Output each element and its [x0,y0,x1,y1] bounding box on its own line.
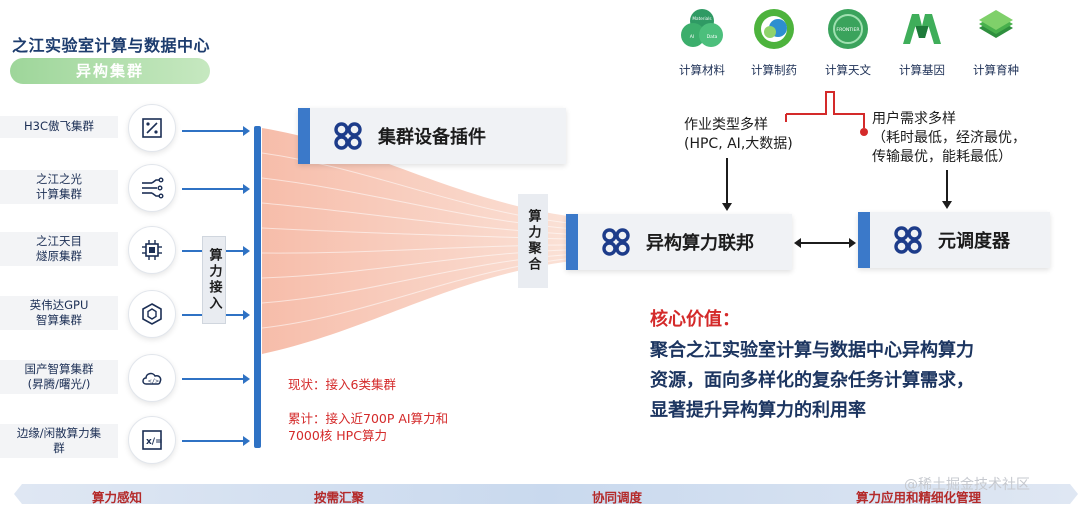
access-arrow [182,374,250,384]
app-gene: 计算基因 [886,6,958,78]
cluster-label-line: H3C傲飞集群 [24,119,94,133]
stage-strip [14,484,1078,504]
cluster-label-domestic: 国产智算集群 (昇腾/曙光/) [0,360,118,394]
chip-icon [128,226,176,274]
section-pill: 异构集群 [10,58,210,84]
core-value-line: 显著提升异构算力的利用率 [650,400,866,421]
job-types-arrow [722,158,732,211]
stage-label: 算力应用和精细化管理 [856,490,982,505]
user-needs-arrow [942,170,952,209]
watermark: @稀土掘金技术社区 [904,477,1030,493]
cluster-label-line: 之江之光 [36,172,82,186]
circuit-icon [128,164,176,212]
cluster-label-line: 群 [53,441,65,455]
aggregation-text: 算力聚合 [525,209,541,273]
heterogeneous-federation-box: 异构算力联邦 [566,214,792,270]
access-bus-bar [254,126,261,448]
job-types-line: (HPC, AI,大数据) [684,136,793,152]
app-label: 计算基因 [899,63,945,77]
cloud-code-icon: </> [128,354,176,402]
compute-access-label: 算力接入 [202,236,226,324]
user-needs-line: 传输最优，能耗最低） [872,149,1012,165]
stage-label: 按需汇聚 [314,490,365,505]
app-breeding: 计算育种 [960,6,1032,78]
app-pharma: 计算制药 [738,6,810,78]
app-label: 计算育种 [973,63,1019,77]
current-status-note: 现状：接入6类集群 [288,377,396,392]
user-needs-line: 用户需求多样 [872,111,956,127]
app-materials: Materials AI Data 计算材料 [666,6,738,78]
cluster-label-line: 英伟达GPU [29,298,89,312]
app-label: 计算材料 [679,63,725,77]
core-value-title: 核心价值： [650,309,740,330]
cluster-label-line: (昇腾/曙光/) [27,377,91,391]
app-label: 计算制药 [751,63,797,77]
svg-text:</>: </> [148,378,159,385]
plugin-box-label: 集群设备插件 [378,127,486,148]
cumulative-note-line: 7000核 HPC算力 [288,428,387,443]
aggregation-label: 算力聚合 [518,194,548,288]
cluster-label-nvidia: 英伟达GPU 智算集群 [0,296,118,330]
bidirectional-arrow [794,238,856,248]
clover-icon [602,228,630,256]
clover-icon [334,122,362,150]
cumulative-note: 累计：接入近700P AI算力和 7000核 HPC算力 [288,410,448,444]
svg-text:x/=: x/= [146,437,163,447]
aggregation-funnel [262,128,602,354]
cluster-label-zjtm: 之江天目 燧原集群 [0,232,118,266]
stage-label: 协同调度 [592,490,643,505]
app-label: 计算天文 [825,63,871,77]
clover-icon [894,226,922,254]
job-types-text: 作业类型多样 (HPC, AI,大数据) [684,116,793,154]
box-accent [858,212,870,268]
core-value-line: 聚合之江实验室计算与数据中心异构算力 [650,340,974,361]
federation-box-label: 异构算力联邦 [646,233,754,254]
app-astronomy: FRONTIER 计算天文 [812,6,884,78]
percent-icon [128,104,176,152]
access-arrow [182,436,250,446]
breeding-icon [979,10,1013,38]
cluster-device-plugin-box: 集群设备插件 [298,108,566,164]
astronomy-icon: FRONTIER [828,9,868,49]
gene-icon [903,14,941,44]
stage-label: 算力感知 [92,490,143,505]
materials-icon: Materials AI Data [681,9,723,47]
app-badge-text: AI [690,34,694,40]
app-badge-text: FRONTIER [836,27,860,33]
core-value-body: 聚合之江实验室计算与数据中心异构算力 资源，面向多样化的复杂任务计算需求， 显著… [650,336,1060,426]
box-accent [566,214,578,270]
job-types-line: 作业类型多样 [684,117,768,133]
hexagon-network-icon [128,290,176,338]
scheduler-box-label: 元调度器 [938,231,1010,252]
app-badge-text: Data [707,34,718,40]
core-value-line: 资源，面向多样化的复杂任务计算需求， [650,370,974,391]
access-arrow [182,184,250,194]
cumulative-note-line: 累计：接入近700P AI算力和 [288,411,449,426]
cluster-label-line: 计算集群 [36,187,82,201]
cluster-label-line: 智算集群 [36,313,82,327]
cluster-label-line: 边缘/闲散算力集 [16,426,102,440]
cluster-label-line: 之江天目 [36,234,82,248]
compute-access-text: 算力接入 [206,248,222,312]
cluster-label-h3c: H3C傲飞集群 [0,116,118,138]
box-accent [298,108,310,164]
app-badge-text: Materials [692,16,711,21]
cluster-label-line: 燧原集群 [36,249,82,263]
cluster-label-zjzg: 之江之光 计算集群 [0,170,118,204]
access-arrow [182,126,250,136]
page-title: 之江实验室计算与数据中心 [12,36,211,55]
meta-scheduler-box: 元调度器 [858,212,1050,268]
requirements-bracket [785,91,868,136]
user-needs-text: 用户需求多样 （耗时最低，经济最优， 传输最优，能耗最低） [872,110,1026,167]
user-needs-line: （耗时最低，经济最优， [872,130,1026,146]
cluster-label-line: 国产智算集群 [24,362,94,376]
cluster-label-edge: 边缘/闲散算力集 群 [0,424,118,458]
pharma-icon [754,9,794,49]
formula-icon: x/= [128,416,176,464]
